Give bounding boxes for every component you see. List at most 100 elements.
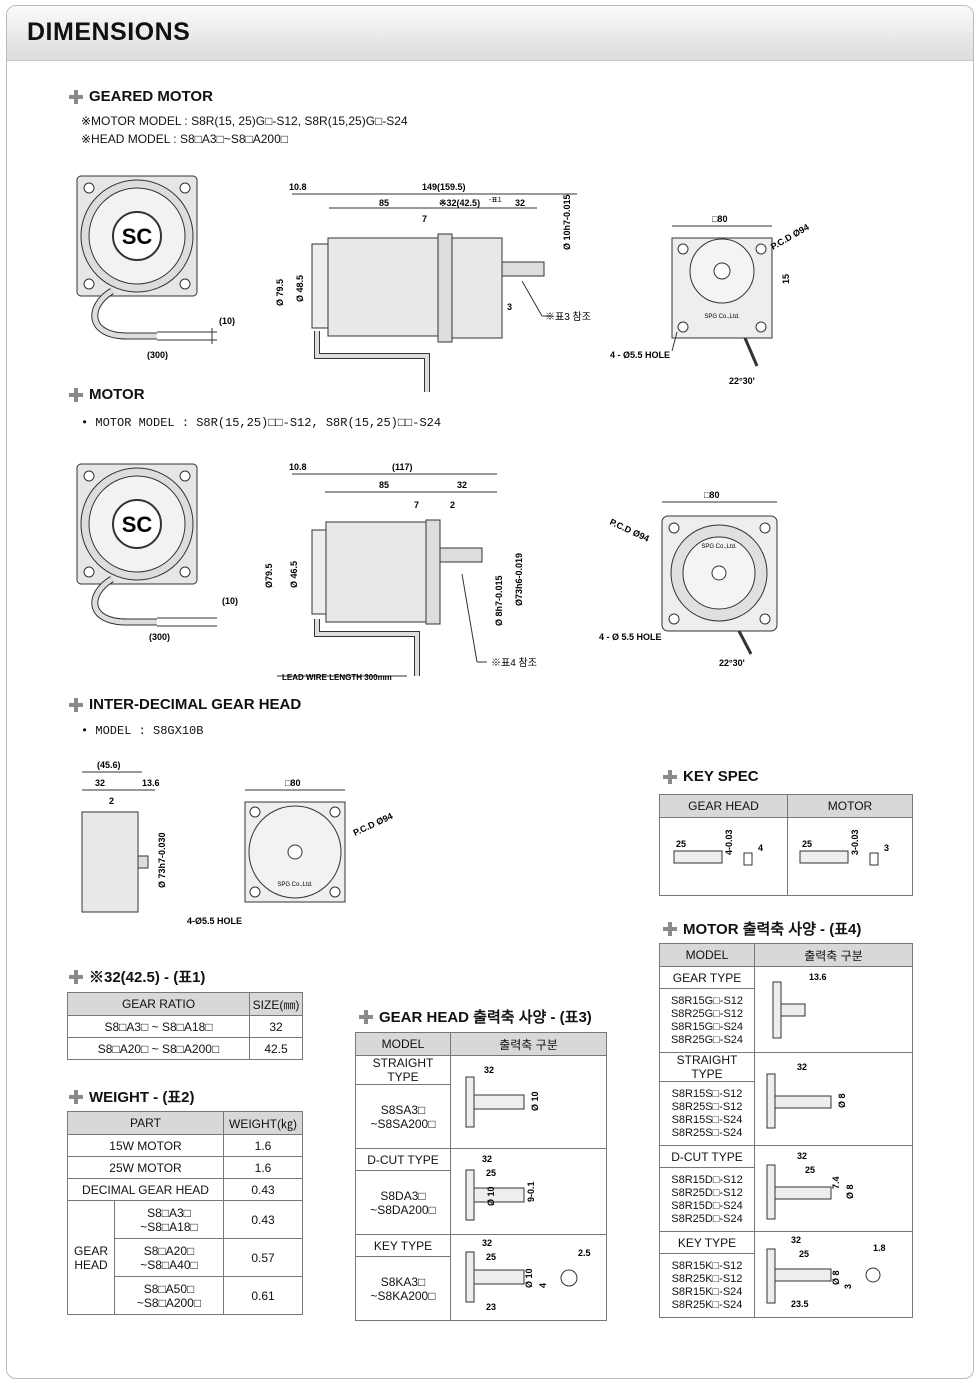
motor-model-note: ※MOTOR MODEL : S8R(15, 25)G□-S12, S8R(15… (81, 114, 408, 128)
section-title: GEAR HEAD 출력축 사양 - (표3) (379, 1009, 592, 1026)
dim-square-80: □80 (285, 778, 300, 788)
maker-plate: SPG Co.,Ltd. (701, 544, 737, 550)
gear-head-model-note: • MODEL : S8GX10B (81, 724, 204, 738)
table-cell: KEY TYPE (659, 1231, 755, 1254)
table-cell: S8□A3□~S8□A18□ (114, 1200, 224, 1239)
dim-square-80: □80 (704, 490, 719, 500)
table-cell: 1.6 (223, 1134, 303, 1157)
gear-head-group-cell: GEAR HEAD (67, 1200, 115, 1315)
key-spec-gear-head: 25 4-0.03 4 (659, 817, 788, 896)
hole-callout: 4 - Ø5.5 HOLE (610, 350, 670, 360)
header-model: MODEL (355, 1032, 451, 1056)
motor-front-view: SC (10) (300) (76, 175, 235, 360)
page-header: DIMENSIONS (7, 6, 973, 61)
angle-22-30: 22°30' (729, 376, 755, 386)
svg-text:3: 3 (843, 1284, 853, 1289)
svg-text:4: 4 (758, 843, 763, 853)
svg-text:32: 32 (482, 1154, 492, 1164)
dim-7: 7 (414, 500, 419, 510)
svg-text:4-0.03: 4-0.03 (724, 829, 734, 855)
dim-10-8: 10.8 (289, 182, 307, 192)
dim-lead-10: (10) (222, 596, 238, 606)
dim-2: 2 (109, 796, 114, 806)
page-title: DIMENSIONS (27, 18, 191, 46)
dim-dia-79-5: Ø79.5 (264, 563, 274, 588)
svg-text:13.6: 13.6 (809, 972, 827, 982)
table-cell: 15W MOTOR (67, 1134, 224, 1157)
section-table1: ※32(42.5) - (표1) (69, 966, 205, 987)
table-cell: S8SA3□~S8SA200□ (355, 1084, 451, 1149)
section-key-spec: KEY SPEC (663, 768, 759, 785)
dim-32-42-5: ※32(42.5) (439, 198, 480, 208)
dim-149: 149(159.5) (422, 182, 466, 192)
section-table4: MOTOR 출력축 사양 - (표4) (663, 918, 861, 939)
header-motor: MOTOR (787, 794, 913, 818)
header-shaft: 출력축 구분 (754, 943, 913, 967)
svg-text:Ø 8: Ø 8 (837, 1093, 847, 1108)
section-title: KEY SPEC (683, 768, 759, 785)
plus-icon (69, 89, 83, 104)
dim-85: 85 (379, 480, 389, 490)
table-cell: STRAIGHT TYPE (659, 1052, 755, 1082)
motor-front-view: SC (10) (300) (76, 463, 238, 642)
section-table3: GEAR HEAD 출력축 사양 - (표3) (359, 1006, 592, 1027)
svg-text:7.4: 7.4 (831, 1176, 841, 1189)
svg-text:3-0.03: 3-0.03 (850, 829, 860, 855)
plus-icon (69, 387, 83, 402)
svg-text:Ø 10: Ø 10 (530, 1091, 540, 1111)
table-cell: S8□A20□~S8□A40□ (114, 1238, 224, 1277)
plus-icon (69, 969, 83, 984)
maker-plate: SPG Co.,Ltd. (277, 882, 313, 888)
dim-2: 2 (450, 500, 455, 510)
svg-text:Ø 10: Ø 10 (524, 1268, 534, 1288)
svg-text:32: 32 (797, 1062, 807, 1072)
motor-side-view: 10.8 149(159.5) 85 ※32(42.5) -표1 32 7 Ø … (275, 182, 591, 392)
table-cell: D-CUT TYPE (355, 1148, 451, 1171)
section-title: MOTOR (89, 386, 145, 403)
dim-45-6: (45.6) (97, 760, 121, 770)
table-cell: KEY TYPE (355, 1234, 451, 1257)
flange-view: □80 SPG Co.,Ltd. P.C.D Ø94 15 4 - Ø5.5 H… (610, 214, 811, 386)
table-cell: S8KA3□~S8KA200□ (355, 1256, 451, 1321)
table-cell: 0.57 (223, 1238, 303, 1277)
maker-plate: SPG Co.,Ltd. (704, 314, 740, 320)
dim-32: 32 (515, 198, 525, 208)
gear-head-drawings: (45.6) 32 13.6 2 Ø 73h7-0.030 □80 SPG Co… (81, 760, 394, 926)
dim-lead-300: (300) (147, 350, 168, 360)
dim-lead-10: (10) (219, 316, 235, 326)
section-title: ※32(42.5) - (표1) (89, 969, 206, 986)
svg-text:32: 32 (797, 1151, 807, 1161)
svg-text:9-0.1: 9-0.1 (526, 1181, 536, 1202)
table-cell: D-CUT TYPE (659, 1145, 755, 1168)
svg-text:32: 32 (484, 1065, 494, 1075)
svg-text:23.5: 23.5 (791, 1299, 809, 1309)
dim-15: 15 (781, 274, 791, 284)
section-title: INTER-DECIMAL GEAR HEAD (89, 696, 302, 713)
table-cell: DECIMAL GEAR HEAD (67, 1178, 224, 1201)
svg-text:4: 4 (538, 1283, 548, 1288)
section-gear-head: INTER-DECIMAL GEAR HEAD (69, 696, 301, 713)
svg-text:32: 32 (791, 1235, 801, 1245)
table-cell: S8□A3□ ~ S8□A18□ (67, 1015, 250, 1038)
svg-text:25: 25 (486, 1252, 496, 1262)
header-gear-ratio: GEAR RATIO (67, 992, 250, 1016)
dim-dia-79-5: Ø 79.5 (275, 279, 285, 306)
dim-table1-ref: -표1 (489, 196, 502, 204)
motor-model-note: • MOTOR MODEL : S8R(15,25)□□-S12, S8R(15… (81, 416, 442, 430)
svg-text:25: 25 (805, 1165, 815, 1175)
header-weight: WEIGHT(㎏) (223, 1111, 303, 1135)
table-cell: 32 (249, 1015, 303, 1038)
svg-text:Ø 8: Ø 8 (845, 1184, 855, 1199)
key-spec-motor: 25 3-0.03 3 (787, 817, 913, 896)
section-table2: WEIGHT - (표2) (69, 1086, 194, 1107)
section-title: WEIGHT - (표2) (89, 1089, 195, 1106)
